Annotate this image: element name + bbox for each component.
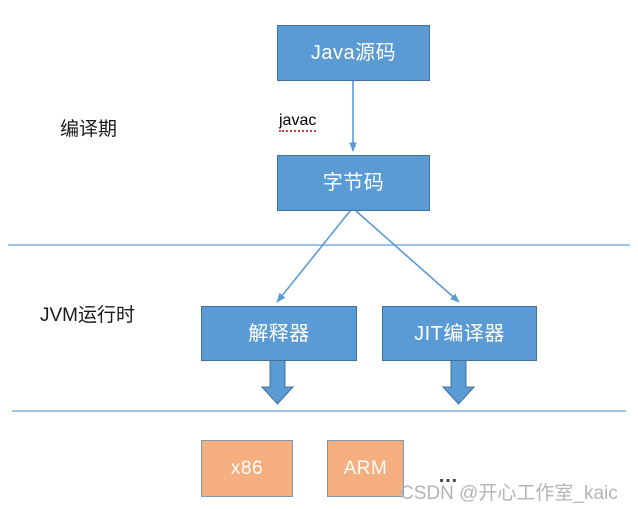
block-arrow-jit: [441, 359, 476, 405]
node-java-source[interactable]: Java源码: [277, 25, 430, 81]
connector-bytecode-to-interpreter: [276, 210, 351, 303]
connector-bytecode-to-jit: [355, 210, 460, 303]
node-bytecode[interactable]: 字节码: [277, 155, 430, 211]
stage-label-compile: 编译期: [60, 119, 118, 140]
csdn-watermark: CSDN @开心工作室_kaic: [400, 483, 618, 504]
node-jit-compiler[interactable]: JIT编译器: [382, 306, 537, 361]
node-x86[interactable]: x86: [201, 440, 293, 497]
more-targets-ellipsis: …: [438, 465, 459, 487]
block-arrow-interpreter: [260, 359, 295, 405]
node-arm[interactable]: ARM: [327, 440, 404, 497]
edge-label-javac-text: javac: [279, 112, 317, 132]
edge-label-javac: javac: [279, 112, 317, 132]
stage-label-runtime: JVM运行时: [40, 305, 136, 326]
node-interpreter[interactable]: 解释器: [201, 306, 357, 361]
